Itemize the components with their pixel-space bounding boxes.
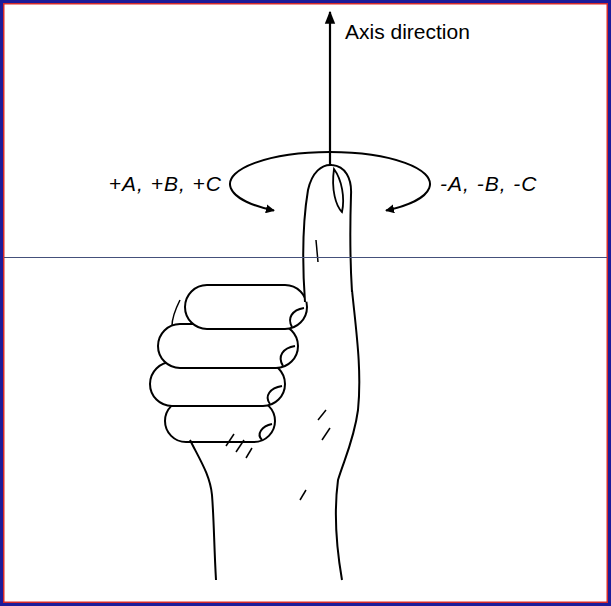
thumb-nail	[333, 169, 343, 212]
nail	[290, 308, 304, 327]
positive-rotation-label: +A, +B, +C	[109, 172, 222, 195]
frame-inner-border	[4, 4, 608, 603]
hand-outline	[190, 290, 359, 580]
hatch	[246, 448, 252, 458]
wrist-left	[190, 440, 216, 580]
shading-hatch	[172, 240, 330, 500]
negative-rotation-label: -A, -B, -C	[440, 172, 538, 195]
finger-nails	[260, 308, 304, 440]
axis-arrow	[329, 12, 331, 166]
hatch	[236, 440, 244, 452]
hatch	[316, 240, 318, 262]
hatch	[322, 428, 330, 440]
hatch	[172, 300, 180, 326]
rotation-arrow	[230, 152, 430, 211]
middle-finger	[158, 324, 298, 368]
curled-fingers	[150, 285, 307, 442]
axis-label: Axis direction	[345, 20, 470, 43]
nail	[281, 346, 295, 366]
nail	[268, 386, 282, 404]
thumb	[303, 165, 352, 302]
hatch	[226, 434, 234, 446]
hand-right-edge	[336, 290, 359, 580]
thumb-fill	[303, 165, 352, 302]
hatch	[300, 490, 306, 500]
index-finger	[185, 285, 307, 329]
horizontal-rule	[4, 257, 607, 258]
nail	[260, 424, 272, 440]
hatch	[318, 410, 326, 420]
